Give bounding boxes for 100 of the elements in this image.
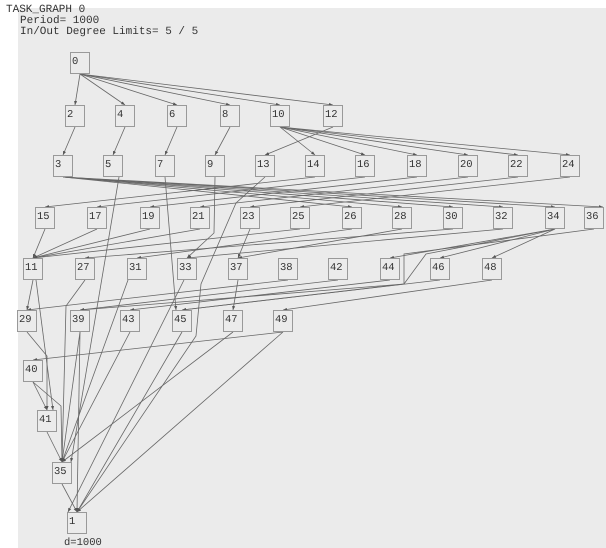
- arrow: [75, 332, 80, 512]
- task-number: 37: [230, 262, 243, 274]
- task-number: 15: [37, 211, 50, 223]
- deadline-label: d=1000: [64, 537, 102, 548]
- arrow: [238, 228, 402, 259]
- task-number: 32: [495, 211, 508, 223]
- arrow: [186, 176, 216, 258]
- arrow: [214, 126, 230, 156]
- arrow: [280, 126, 316, 156]
- task-box: [53, 155, 73, 177]
- arrow: [62, 332, 130, 462]
- task-box: [177, 258, 197, 280]
- task-box: [220, 105, 240, 127]
- arrow: [32, 228, 98, 258]
- task-box: [273, 310, 293, 332]
- task-box: [584, 207, 604, 229]
- arrow: [164, 126, 178, 156]
- task-box: [75, 258, 95, 280]
- arrow: [44, 176, 316, 208]
- arrow: [80, 280, 338, 312]
- task-box: [172, 310, 192, 332]
- task-box: [255, 155, 275, 177]
- task-number: 27: [77, 262, 90, 274]
- task-box: [355, 155, 375, 177]
- task-box: [430, 258, 450, 280]
- task-box: [323, 105, 343, 127]
- arrow: [26, 280, 288, 312]
- task-box: [35, 207, 55, 229]
- task-box: [328, 258, 348, 280]
- task-number: 13: [257, 159, 270, 171]
- arrow: [70, 176, 120, 462]
- arrow: [46, 432, 62, 462]
- task-number: 14: [307, 159, 320, 171]
- task-number: 28: [394, 211, 407, 223]
- task-number: 6: [169, 109, 176, 121]
- task-box: [240, 207, 260, 229]
- task-number: 18: [409, 159, 422, 171]
- graph-parameter: Period= 1000: [20, 15, 100, 27]
- arrow: [80, 74, 126, 106]
- task-number: 24: [562, 159, 575, 171]
- arrow: [182, 280, 440, 312]
- arrow: [62, 126, 76, 156]
- task-number: 41: [39, 414, 52, 426]
- task-box: [560, 155, 580, 177]
- task-box: [545, 207, 565, 229]
- task-box: [305, 155, 325, 177]
- arrow: [232, 280, 238, 310]
- task-number: 33: [179, 262, 192, 274]
- task-box: [103, 155, 123, 177]
- task-box: [23, 360, 43, 382]
- task-number: 44: [382, 262, 395, 274]
- task-box: [67, 512, 87, 534]
- graph-title: TASK_GRAPH 0: [6, 4, 86, 16]
- task-box: [223, 310, 243, 332]
- task-box: [407, 155, 427, 177]
- task-box: [443, 207, 463, 229]
- task-box: [458, 155, 478, 177]
- task-box: [380, 258, 400, 280]
- arrow: [112, 126, 126, 156]
- task-box: [508, 155, 528, 177]
- arrow: [238, 228, 250, 258]
- task-number: 10: [272, 109, 285, 121]
- arrow: [136, 228, 352, 260]
- graph-parameter: In/Out Degree Limits= 5 / 5: [20, 26, 198, 38]
- arrow: [150, 176, 418, 208]
- task-number: 19: [142, 211, 155, 223]
- arrow: [32, 382, 48, 410]
- arrow: [36, 280, 54, 410]
- task-box: [87, 207, 107, 229]
- task-number: 20: [460, 159, 473, 171]
- arrow: [300, 176, 570, 208]
- task-box: [482, 258, 502, 280]
- task-number: 9: [207, 159, 214, 171]
- task-number: 1: [69, 516, 76, 528]
- arrow: [280, 126, 366, 156]
- task-box: [190, 207, 210, 229]
- task-number: 3: [55, 159, 62, 171]
- arrow: [164, 176, 178, 310]
- task-number: 35: [54, 466, 67, 478]
- arrow: [264, 126, 334, 156]
- task-box: [228, 258, 248, 280]
- task-box: [70, 310, 90, 332]
- task-number: 49: [275, 314, 288, 326]
- task-number: 17: [89, 211, 102, 223]
- arrow: [186, 228, 504, 260]
- task-number: 40: [25, 364, 38, 376]
- task-number: 43: [122, 314, 135, 326]
- task-number: 39: [72, 314, 85, 326]
- task-number: 12: [325, 109, 338, 121]
- task-number: 5: [105, 159, 112, 171]
- task-box: [493, 207, 513, 229]
- arrow: [32, 332, 284, 362]
- task-box: [140, 207, 160, 229]
- task-number: 38: [280, 262, 293, 274]
- arrow: [68, 280, 184, 512]
- arrow: [130, 280, 390, 312]
- task-number: 16: [357, 159, 370, 171]
- task-number: 22: [510, 159, 523, 171]
- arrow: [492, 228, 556, 258]
- task-number: 4: [117, 109, 124, 121]
